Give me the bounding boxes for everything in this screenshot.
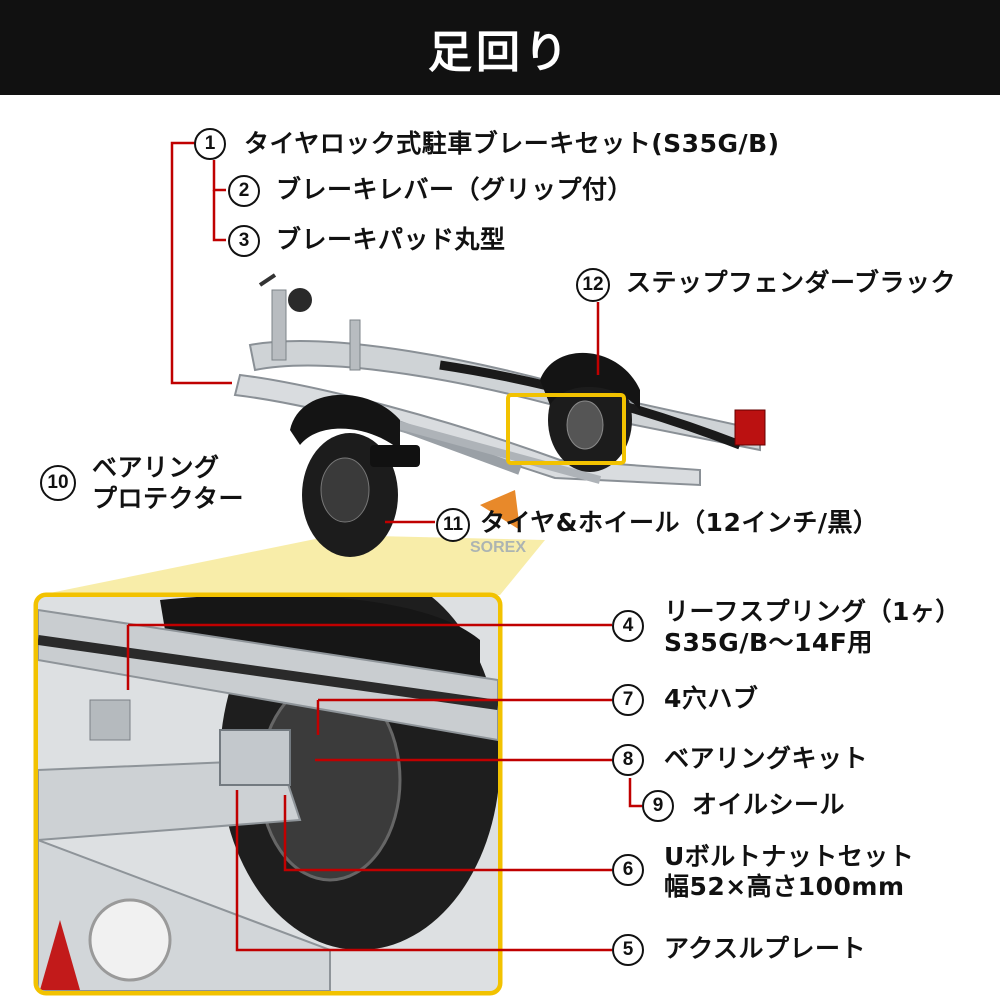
page-title: 足回り: [0, 0, 1000, 95]
callout-label-bearing-protector-line1: ベアリング: [92, 453, 220, 482]
callout-label-leaf-spring-line2: S35G/B〜14F用: [664, 628, 873, 657]
callout-number-1: 1: [194, 128, 226, 160]
callout-number-7: 7: [612, 684, 644, 716]
callout-number-11: 11: [436, 508, 470, 542]
callout-label-tire-wheel: タイヤ&ホイール（12インチ/黒）: [480, 508, 879, 537]
callout-number-5: 5: [612, 934, 644, 966]
callout-number-2: 2: [228, 175, 260, 207]
zoom-detail: [33, 592, 503, 996]
callout-number-10: 10: [40, 465, 76, 501]
callout-label-oil-seal: オイルシール: [692, 790, 846, 819]
callout-label-bearing-kit: ベアリングキット: [664, 744, 869, 773]
callout-label-bearing-protector-line2: プロテクター: [92, 484, 245, 513]
zoom-target-frame: [506, 393, 626, 465]
callout-number-9: 9: [642, 790, 674, 822]
callout-label-brake-lever-text: ブレーキレバー（グリップ付）: [276, 175, 634, 204]
callout-label-axle-plate: アクスルプレート: [664, 934, 867, 963]
callout-label-parking-brake-set: タイヤロック式駐車ブレーキセット(S35G/B): [244, 129, 780, 158]
callout-number-4: 4: [612, 610, 644, 642]
callout-label-brake-pad: ブレーキパッド丸型: [276, 225, 506, 254]
callout-label-leaf-spring-line1: リーフスプリング（1ヶ）: [664, 597, 961, 626]
near-wheel: [290, 394, 420, 557]
callout-label-step-fender: ステップフェンダーブラック: [626, 268, 957, 297]
callout-number-3: 3: [228, 225, 260, 257]
callout-number-12: 12: [576, 268, 610, 302]
callout-number-6: 6: [612, 854, 644, 886]
callout-label-u-bolt-line1: Uボルトナットセット: [664, 842, 915, 871]
callout-label-u-bolt-line2: 幅52×高さ100mm: [664, 872, 905, 901]
callout-label-hub: 4穴ハブ: [664, 684, 759, 713]
brand-mark: SOREX: [470, 539, 526, 556]
trailer-illustration: SOREX: [33, 141, 766, 996]
leader-lines: [126, 141, 642, 952]
zoom-beam: [40, 535, 545, 595]
callout-number-8: 8: [612, 744, 644, 776]
